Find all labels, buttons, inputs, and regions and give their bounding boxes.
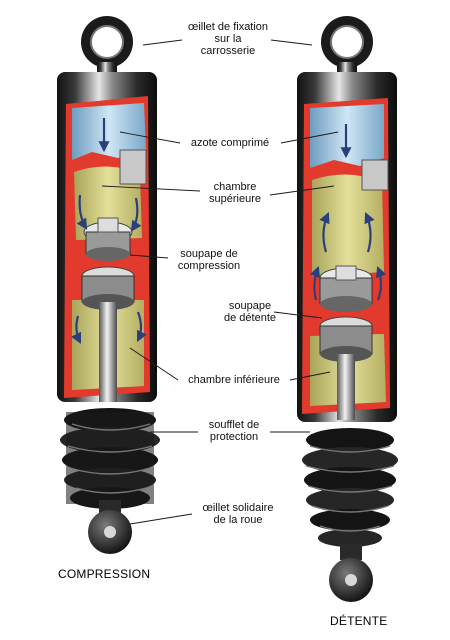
label-bottom-eye-line2: de la roue (213, 514, 263, 526)
caption-detente: DÉTENTE (330, 614, 388, 628)
right-bottom-eye (329, 544, 373, 602)
leader-lines (101, 39, 339, 525)
right-rebound-valve (319, 265, 373, 312)
label-rebound-valve: soupape de détente (222, 300, 278, 324)
label-top-eye-line3: carrosserie (200, 45, 256, 57)
label-bottom-eye: œillet solidaire de la roue (190, 502, 286, 526)
left-bottom-eye (88, 500, 132, 554)
right-bellows (302, 428, 398, 547)
left-compression-valve (83, 217, 133, 261)
left-nitrogen-zone (72, 103, 146, 160)
right-flow-arrows (309, 124, 387, 301)
left-shock-absorber (57, 16, 160, 554)
caption-compression: COMPRESSION (58, 567, 151, 581)
label-upper-chamber-line1: chambre (213, 181, 257, 193)
left-piston-rod (99, 302, 117, 402)
label-bellows: soufflet de protection (196, 419, 272, 443)
label-rebound-valve-line2: de détente (224, 312, 276, 324)
left-cutaway (64, 96, 150, 402)
label-bottom-eye-line1: œillet solidaire (202, 502, 274, 514)
label-compression-valve-line2: compression (177, 260, 241, 272)
label-compression-valve: soupape de compression (166, 248, 252, 272)
label-upper-chamber-line2: supérieure (209, 193, 261, 205)
left-bellows (60, 408, 160, 509)
label-nitrogen: azote comprimé (190, 137, 270, 149)
label-upper-chamber: chambre supérieure (198, 181, 272, 205)
label-top-eye: œillet de fixation sur la carrosserie (178, 21, 278, 57)
left-top-eye (81, 16, 133, 76)
right-cutaway (302, 98, 390, 420)
right-upper-chamber (312, 174, 384, 276)
right-shock-absorber (297, 16, 398, 602)
label-bellows-line1: soufflet de (208, 419, 260, 431)
label-top-eye-line1: œillet de fixation (187, 21, 269, 33)
left-flow-arrows (71, 118, 147, 344)
right-top-eye (321, 16, 373, 76)
right-piston-rod (337, 354, 355, 420)
label-bellows-line2: protection (209, 431, 259, 443)
left-upper-chamber (74, 166, 142, 240)
label-compression-valve-line1: soupape de (180, 248, 238, 260)
label-rebound-valve-line1: soupape (228, 300, 272, 312)
label-top-eye-line2: sur la (214, 33, 242, 45)
label-lower-chamber: chambre inférieure (188, 374, 280, 386)
